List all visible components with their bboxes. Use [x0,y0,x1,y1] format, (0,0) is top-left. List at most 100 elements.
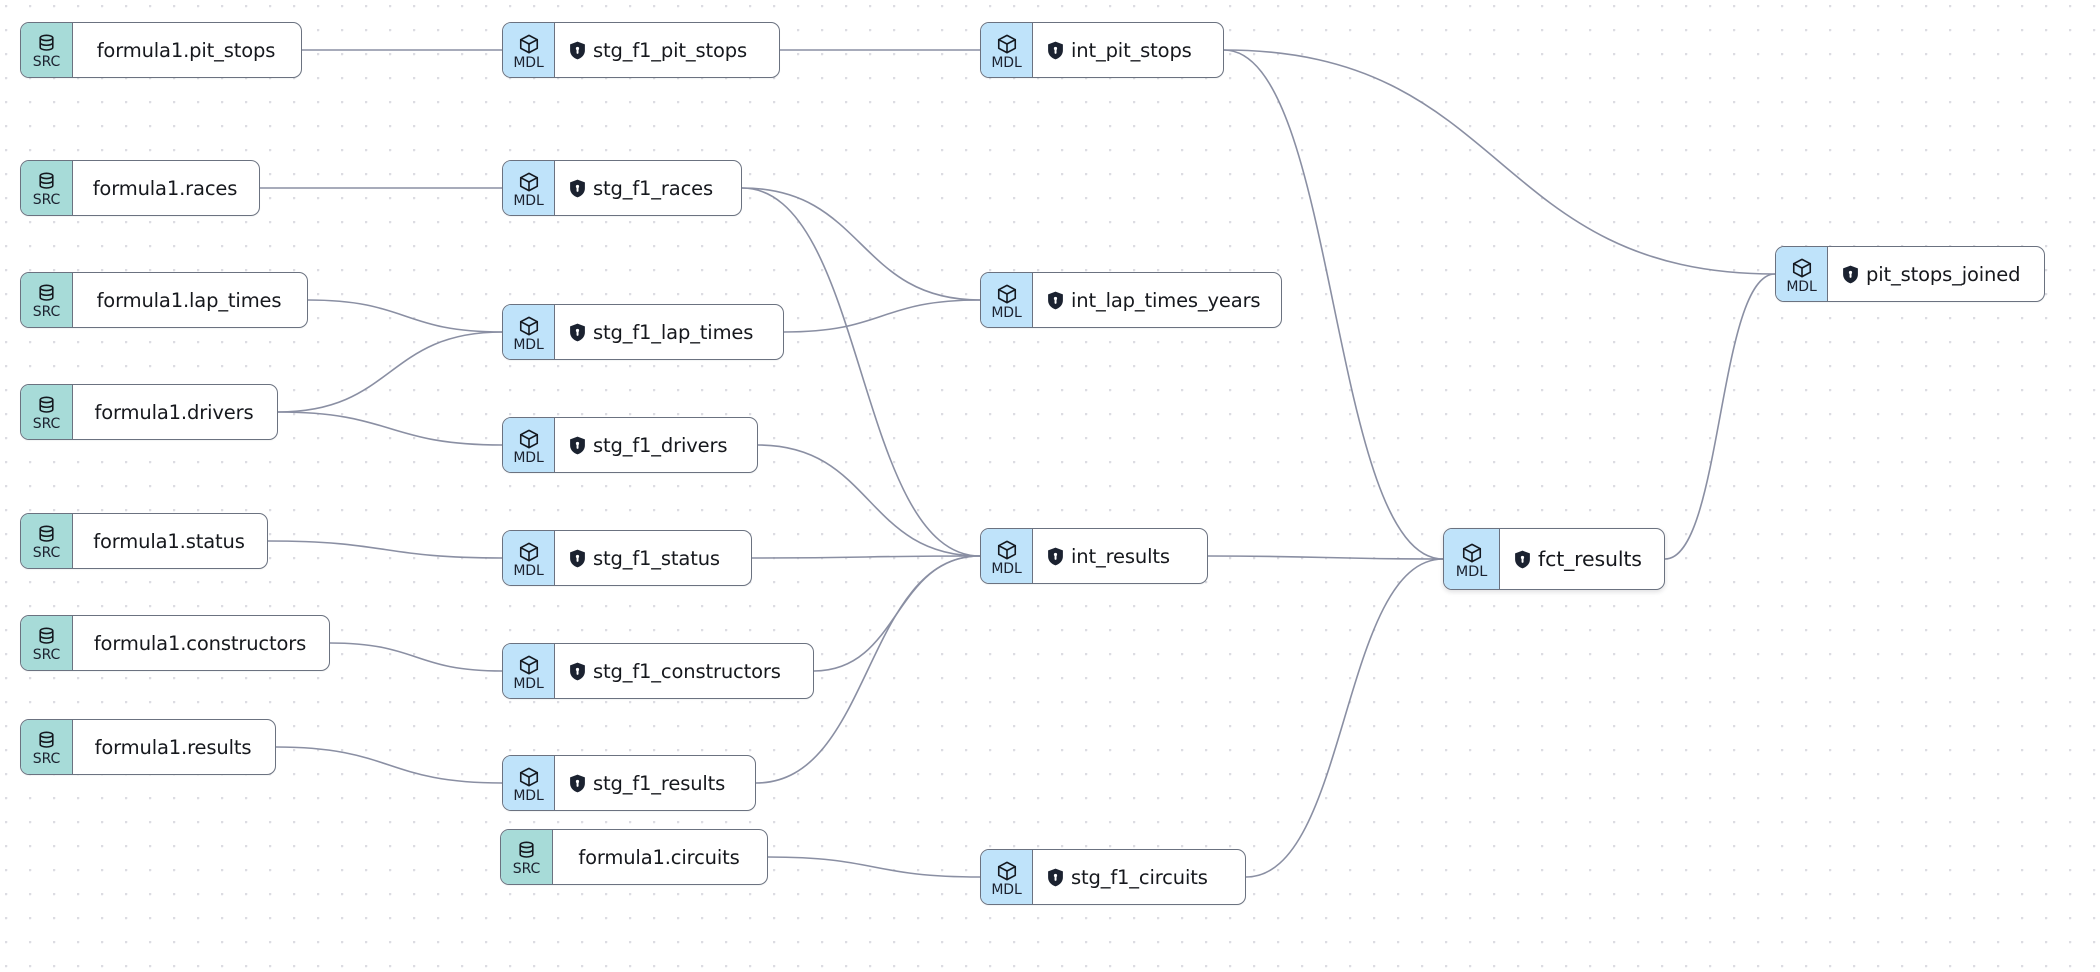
shield-icon [569,662,586,681]
node-body: formula1.status [73,514,267,568]
node-kind-tag: MDL [513,449,544,466]
source-badge: SRC [21,616,73,670]
edge-src_constructors-to-stg_constructors [329,642,503,672]
model-badge: MDL [981,850,1033,904]
edge-fct_results-to-pit_stops_joined [1664,273,1776,560]
node-kind-tag: MDL [1455,563,1488,580]
edge-int_results-to-fct_results [1207,555,1444,560]
node-label: pit_stops_joined [1866,262,2021,286]
node-body: stg_f1_status [555,531,751,585]
node-body: int_lap_times_years [1033,273,1281,327]
node-kind-tag: MDL [513,192,544,209]
node-body: formula1.circuits [553,830,767,884]
database-icon [36,33,57,54]
graph-node-int_lap_times_years[interactable]: MDL int_lap_times_years [980,272,1282,328]
node-kind-tag: SRC [32,416,61,432]
model-badge: MDL [503,644,555,698]
node-kind-tag: MDL [991,881,1022,898]
cube-icon [518,654,540,676]
edge-int_pit_stops-to-pit_stops_joined [1223,49,1776,275]
graph-node-src_pit_stops[interactable]: SRC formula1.pit_stops [20,22,302,78]
cube-icon [996,283,1018,305]
node-body: int_results [1033,529,1207,583]
graph-node-stg_lap_times[interactable]: MDL stg_f1_lap_times [502,304,784,360]
graph-node-src_constructors[interactable]: SRC formula1.constructors [20,615,330,671]
node-label: int_lap_times_years [1071,288,1261,312]
node-label: stg_f1_races [593,176,713,200]
node-kind-tag: MDL [1786,278,1817,295]
database-icon [36,171,57,192]
node-body: stg_f1_pit_stops [555,23,779,77]
node-kind-tag: SRC [512,861,541,877]
shield-icon [569,323,586,342]
graph-node-src_results[interactable]: SRC formula1.results [20,719,276,775]
graph-node-pit_stops_joined[interactable]: MDL pit_stops_joined [1775,246,2045,302]
source-badge: SRC [21,23,73,77]
node-body: formula1.lap_times [73,273,307,327]
graph-node-stg_constructors[interactable]: MDL stg_f1_constructors [502,643,814,699]
node-body: formula1.races [73,161,259,215]
source-badge: SRC [21,161,73,215]
node-kind-tag: SRC [32,304,61,320]
shield-icon [1047,291,1064,310]
edge-src_drivers-to-stg_lap_times [277,331,503,413]
shield-icon [569,41,586,60]
node-body: formula1.drivers [73,385,277,439]
shield-icon [569,436,586,455]
node-label: formula1.status [93,529,245,553]
edge-stg_races-to-int_lap_times_years [741,187,981,301]
node-label: formula1.constructors [93,631,307,655]
node-kind-tag: SRC [32,545,61,561]
database-icon [36,395,57,416]
node-body: formula1.constructors [73,616,329,670]
node-body: stg_f1_drivers [555,418,757,472]
graph-node-int_pit_stops[interactable]: MDL int_pit_stops [980,22,1224,78]
node-body: stg_f1_races [555,161,741,215]
node-label: stg_f1_lap_times [593,320,754,344]
node-label: formula1.lap_times [96,288,282,312]
node-kind-tag: MDL [991,54,1022,71]
graph-node-src_races[interactable]: SRC formula1.races [20,160,260,216]
node-body: fct_results [1500,529,1664,589]
graph-node-stg_drivers[interactable]: MDL stg_f1_drivers [502,417,758,473]
edge-stg_constructors-to-int_results [813,555,981,672]
source-badge: SRC [21,514,73,568]
cube-icon [996,860,1018,882]
graph-node-src_circuits[interactable]: SRC formula1.circuits [500,829,768,885]
node-body: int_pit_stops [1033,23,1223,77]
node-label: formula1.circuits [578,845,740,869]
graph-node-fct_results[interactable]: MDL fct_results [1443,528,1665,590]
graph-node-src_status[interactable]: SRC formula1.status [20,513,268,569]
graph-node-src_lap_times[interactable]: SRC formula1.lap_times [20,272,308,328]
node-kind-tag: MDL [513,675,544,692]
model-badge: MDL [503,418,555,472]
node-kind-tag: MDL [991,304,1022,321]
graph-node-src_drivers[interactable]: SRC formula1.drivers [20,384,278,440]
database-icon [36,626,57,647]
model-badge: MDL [503,305,555,359]
cube-icon [1461,542,1483,564]
shield-icon [1047,868,1064,887]
edge-stg_circuits-to-fct_results [1245,558,1444,878]
node-kind-tag: MDL [513,336,544,353]
node-label: formula1.results [94,735,252,759]
node-label: stg_f1_constructors [593,659,781,683]
node-kind-tag: SRC [32,192,61,208]
node-kind-tag: MDL [513,787,544,804]
edge-src_lap_times-to-stg_lap_times [307,299,503,333]
edge-src_circuits-to-stg_circuits [767,856,981,878]
node-kind-tag: SRC [32,751,61,767]
node-label: formula1.pit_stops [96,38,276,62]
graph-node-stg_races[interactable]: MDL stg_f1_races [502,160,742,216]
edge-stg_status-to-int_results [751,555,981,559]
shield-icon [569,179,586,198]
shield-icon [1842,265,1859,284]
node-label: formula1.drivers [94,400,254,424]
edge-stg_lap_times-to-int_lap_times_years [783,299,981,333]
